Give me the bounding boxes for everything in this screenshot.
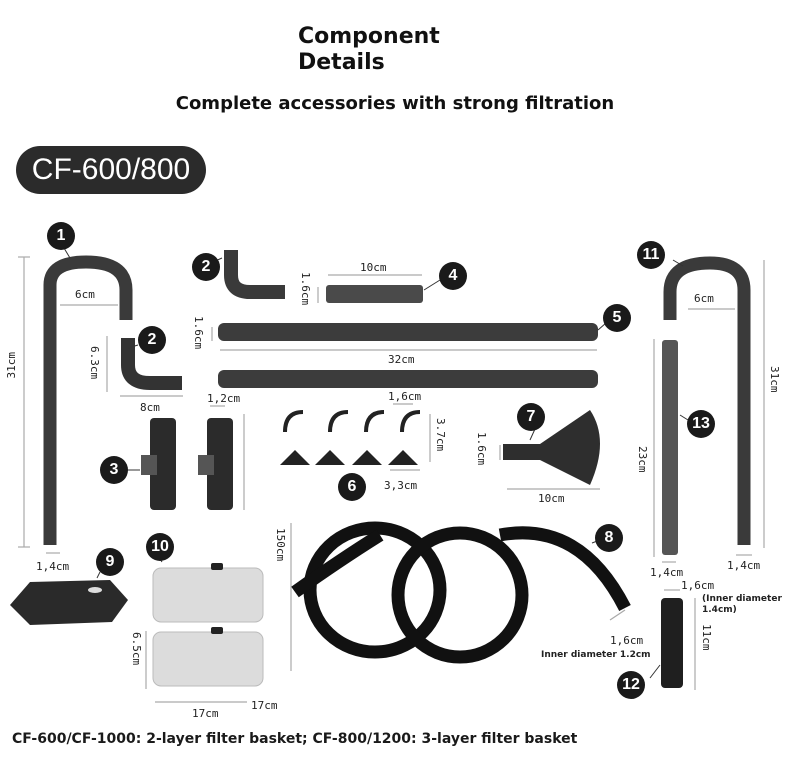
dim-basket-depth: 17cm [251, 699, 278, 712]
dim-basket-height: 6.5cm [130, 632, 143, 666]
part-number-2-upper: 2 [192, 253, 220, 281]
dim-clip-height: 3.7cm [434, 418, 447, 452]
dim-pipe1-height: 31cm [5, 352, 18, 379]
dim-short-pipe-diameter: 1.6cm [299, 272, 312, 306]
part-number-11: 11 [637, 241, 665, 269]
model-badge: CF-600/800 [16, 146, 206, 194]
page-title: Component Details [298, 24, 440, 76]
dim-pipe1-diameter: 1,4cm [36, 560, 70, 573]
dim-elbow-width: 8cm [140, 401, 160, 414]
dim-pipe13-diameter: 1,4cm [650, 566, 684, 579]
part-number-12: 12 [617, 671, 645, 699]
dim-pipe1-width: 6cm [75, 288, 95, 301]
dim-long-pipe-length: 32cm [388, 353, 415, 366]
dim-pipe11-diameter: 1,4cm [727, 559, 761, 572]
subtitle: Complete accessories with strong filtrat… [175, 93, 615, 114]
dim-short-pipe-length: 10cm [360, 261, 387, 274]
title-line-2: Details [298, 50, 385, 75]
dim-clip-width: 1,6cm [388, 390, 422, 403]
footer-note: CF-600/CF-1000: 2-layer filter basket; C… [12, 731, 578, 747]
part-number-4: 4 [439, 262, 467, 290]
dim-valve-width: 1,2cm [207, 392, 241, 405]
part-number-10: 10 [146, 533, 174, 561]
part-number-1: 1 [47, 222, 75, 250]
part-number-9: 9 [96, 548, 124, 576]
dim-basket-width: 17cm [192, 707, 219, 720]
dim-long-pipe-diameter: 1.6cm [192, 316, 205, 350]
dim-elbow-height: 6.3cm [88, 346, 101, 380]
part-number-5: 5 [603, 304, 631, 332]
dim-nozzle-diameter: 1.6cm [475, 432, 488, 466]
dim-pipe13-height: 23cm [636, 446, 649, 473]
part-number-2-lower: 2 [138, 326, 166, 354]
part-number-7: 7 [517, 403, 545, 431]
part-number-13: 13 [687, 410, 715, 438]
strainer-inner-diameter-note: (Inner diameter 1.4cm) [702, 594, 782, 615]
dim-pipe11-height: 31cm [768, 366, 781, 393]
part-number-6: 6 [338, 473, 366, 501]
dim-hose-length: 150cm [274, 528, 287, 562]
hose-inner-diameter-note: Inner diameter 1.2cm [541, 650, 651, 660]
part-number-8: 8 [595, 524, 623, 552]
dim-hose-diameter: 1,6cm [610, 634, 644, 647]
part-number-3: 3 [100, 456, 128, 484]
title-line-1: Component [298, 24, 440, 49]
dim-nozzle-length: 10cm [538, 492, 565, 505]
dim-strainer-height: 11cm [700, 624, 713, 651]
dim-strainer-diameter: 1,6cm [681, 579, 715, 592]
dim-pipe11-width: 6cm [694, 292, 714, 305]
dim-clip-base: 3,3cm [384, 479, 418, 492]
